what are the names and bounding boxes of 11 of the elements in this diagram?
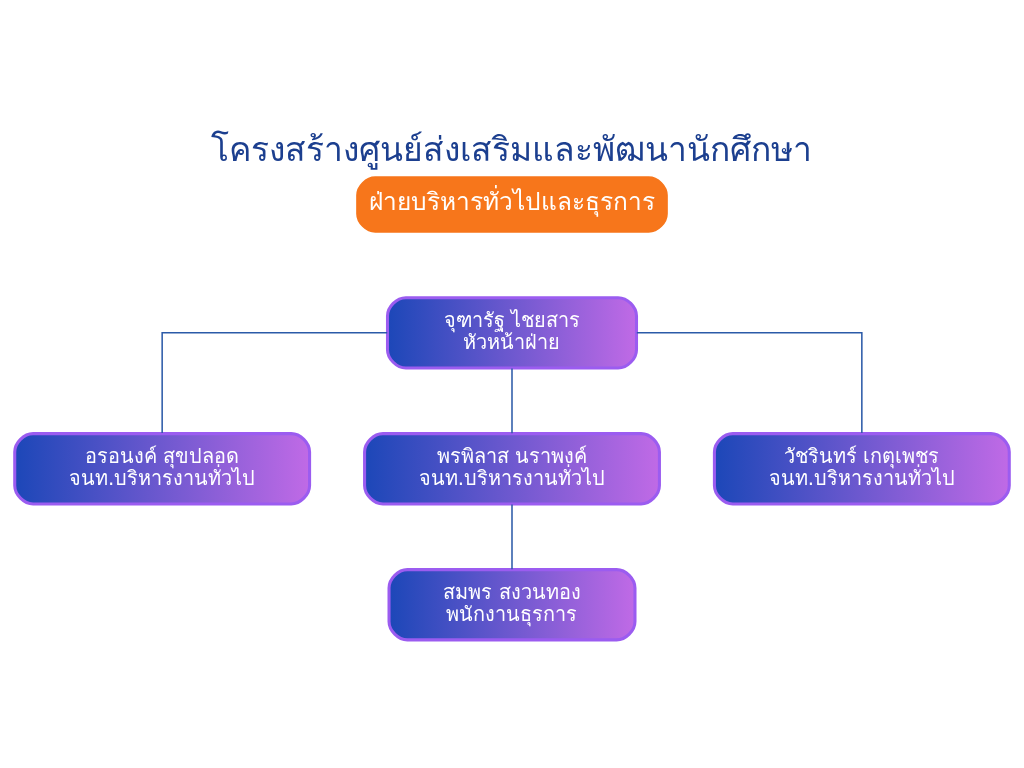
node-box: พรพิลาส นราพงค์ จนท.บริหารงานทั่วไป [363,432,661,506]
node-box: จุฑารัฐ ไชยสาร หัวหน้าฝ่าย [385,296,639,370]
node-box: วัชรินทร์ เกตุเพชร จนท.บริหารงานทั่วไป [712,432,1011,506]
node-box: ฝ่ายบริหารทั่วไปและธุรการ [356,176,668,233]
diagram-title: โครงสร้างศูนย์ส่งเสริมและพัฒนานักศึกษา [211,130,813,170]
connector [511,503,513,571]
connector [511,367,513,435]
connector [636,332,863,434]
node-box: อรอนงค์ สุขปลอด จนท.บริหารงานทั่วไป [13,432,312,506]
connector [161,332,388,434]
node-box: สมพร สงวนทอง พนักงานธุรการ [387,568,637,642]
